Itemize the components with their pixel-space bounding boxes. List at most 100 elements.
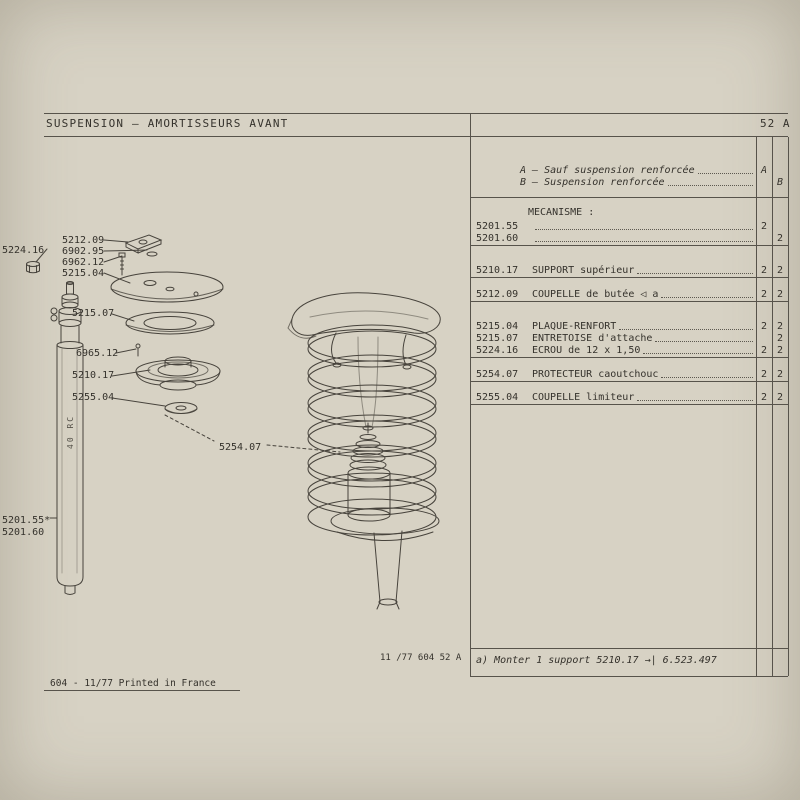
part-number: 5254.07 [476,369,519,380]
part-number: 5201.55 [476,221,519,232]
separator-line [470,245,788,246]
upper-mount [287,292,441,428]
separator-line [470,301,788,302]
part-desc: ECROU de 12 x 1,50 [532,345,641,356]
washer-part [146,251,158,257]
separator-line [470,357,788,358]
nut-part [26,261,40,274]
panel-right-line [788,137,789,676]
dot-leader [655,341,753,342]
diagram-label: 5255.04 [72,392,115,403]
limiter-cup-part [164,402,198,414]
qty-b: 2 [776,369,784,380]
diagram-label: 6962.12 [62,257,105,268]
dot-leader [535,229,753,230]
diagram-label: 6902.95 [62,246,105,257]
part-number: 5212.09 [476,289,519,300]
diagram-label: 5201.60 [2,527,45,538]
section-title: MECANISME : [470,206,788,218]
part-number: 5255.04 [476,392,519,403]
diagram-label: 5215.07 [72,308,115,319]
plate-code: 11 /77 604 52 A [380,653,462,663]
part-desc: COUPELLE de butée ◁ a [532,289,659,300]
diagram-label: 5210.17 [72,370,115,381]
part-number: 5224.16 [476,345,519,356]
qty-a: 2 [760,392,768,403]
separator-line [470,648,788,649]
header-top-rule [44,113,788,114]
part-row: 5201.60 2 [470,232,788,244]
qty-b: 2 [776,345,784,356]
part-desc: ENTRETOISE d'attache [532,333,653,344]
qty-b: 2 [776,333,784,344]
tube-marking: 40 RC [66,415,75,449]
exploded-diagram: 40 RC [26,234,441,610]
part-desc: PROTECTEUR caoutchouc [532,369,659,380]
qty-a: 2 [760,321,768,332]
diagram-label: 6965.12 [76,348,119,359]
upper-support-part [135,356,221,391]
lower-cylinder [330,466,440,610]
qty-b: 2 [776,392,784,403]
dot-leader [619,329,753,330]
part-row: 5215.07 ENTRETOISE d'attache 2 [470,332,788,344]
dashed-leader-left [164,414,215,442]
part-desc: SUPPORT supérieur [532,265,635,276]
rubber-bellows [349,422,387,471]
part-row: 5201.55 2 [470,220,788,232]
reinforcing-plate-part [110,271,224,303]
diagram-label: 5224.16 [2,245,45,256]
pin-part [135,343,141,357]
separator-line [470,404,788,405]
section-title-text: MECANISME : [528,207,595,218]
part-desc: COUPELLE limiteur [532,392,635,403]
part-number: 5201.60 [476,233,519,244]
qty-a: 2 [760,265,768,276]
part-number: 5215.07 [476,333,519,344]
page-ref: 52 A [760,117,791,130]
dashed-leader-right [266,444,341,453]
diagram-label: 5201.55* [2,515,51,526]
separator-line [470,676,788,677]
qty-b: 2 [776,289,784,300]
qty-a: 2 [760,221,768,232]
qty-b: 2 [776,321,784,332]
bolt-part [118,252,126,276]
panel-divider-line [470,113,471,676]
footer-rule [44,690,240,691]
dot-leader [661,297,753,298]
qty-b: 2 [776,265,784,276]
separator-line [470,277,788,278]
spacer-ring-part [125,311,215,335]
header-bottom-rule [44,136,788,137]
legend-label: B – Suspension renforcée [520,177,665,188]
legend-row: A – Sauf suspension renforcée A [470,164,788,176]
dot-leader [661,377,753,378]
col-a-value: A [760,165,768,176]
qty-a: 2 [760,289,768,300]
part-number: 5215.04 [476,321,519,332]
qty-a: 2 [760,369,768,380]
qty-col-a-line [756,137,757,676]
dot-leader [535,241,753,242]
page-title: SUSPENSION – AMORTISSEURS AVANT [46,117,289,130]
part-desc: PLAQUE-RENFORT [532,321,617,332]
separator-line [470,197,788,198]
qty-col-b-line [772,137,773,676]
qty-b: 2 [776,233,784,244]
leader-lines [35,239,166,519]
dot-leader [667,185,753,186]
part-number: 5210.17 [476,265,519,276]
dot-leader [637,400,753,401]
shock-absorber: 40 RC [50,281,84,595]
legend-label: A – Sauf suspension renforcée [520,165,695,176]
diagram-label: 5215.04 [62,268,105,279]
coil-spring [307,324,437,536]
